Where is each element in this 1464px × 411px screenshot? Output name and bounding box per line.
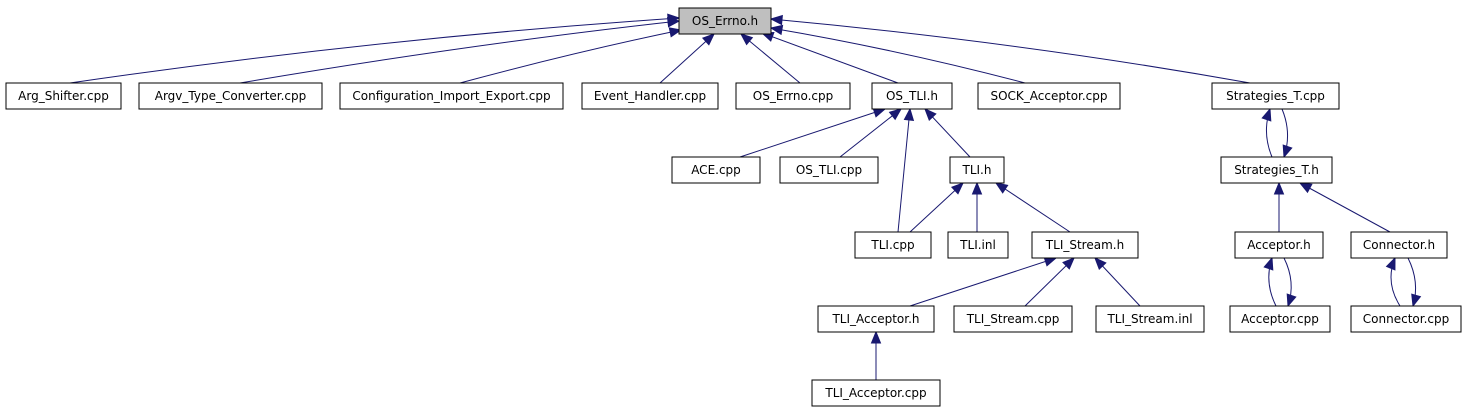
- node-label: Connector.cpp: [1363, 312, 1449, 326]
- edge-tli-stream-h-to-tli-h: [995, 182, 1071, 233]
- arrowhead: [1411, 293, 1422, 308]
- edge-tli-cpp-to-tli-h: [909, 182, 964, 233]
- edge-layer: [69, 13, 1422, 380]
- arrowhead: [870, 330, 882, 344]
- arrowhead: [1385, 256, 1396, 271]
- edge-configuration-import-export-cpp-to-os-errno-h: [459, 29, 682, 84]
- arrowhead: [666, 17, 681, 28]
- edge-os-tli-cpp-to-os-tli-h: [839, 108, 902, 158]
- arrowhead: [1062, 257, 1075, 270]
- node-label: Event_Handler.cpp: [594, 89, 706, 103]
- node-label: TLI_Acceptor.cpp: [824, 386, 926, 400]
- node-tli-inl[interactable]: TLI.inl: [947, 231, 1009, 259]
- node-configuration-import-export-cpp[interactable]: Configuration_Import_Export.cpp: [339, 82, 564, 110]
- node-label: ACE.cpp: [691, 163, 741, 177]
- node-label: Strategies_T.h: [1234, 163, 1319, 177]
- node-tli-cpp[interactable]: TLI.cpp: [854, 231, 932, 259]
- arrowhead: [994, 182, 1009, 194]
- arrowhead: [1286, 293, 1297, 308]
- node-tli-stream-inl[interactable]: TLI_Stream.inl: [1095, 305, 1205, 333]
- node-ace-cpp[interactable]: ACE.cpp: [671, 156, 761, 184]
- edge-strategies-t-cpp-to-os-errno-h: [770, 18, 1251, 84]
- node-label: Strategies_T.cpp: [1226, 89, 1325, 103]
- edge-tli-acceptor-h-to-tli-stream-h: [909, 257, 1057, 307]
- node-label: TLI_Stream.cpp: [966, 312, 1060, 326]
- edge-connector-h-to-strategies-t-h: [1299, 182, 1391, 233]
- node-label: Connector.h: [1363, 238, 1435, 252]
- arrowhead: [888, 108, 903, 121]
- node-acceptor-h[interactable]: Acceptor.h: [1234, 231, 1324, 259]
- node-label: TLI_Stream.h: [1045, 238, 1124, 252]
- arrowhead: [1298, 182, 1313, 194]
- edge-arg-shifter-cpp-to-os-errno-h: [69, 17, 680, 84]
- arrowhead: [950, 182, 964, 195]
- arrowhead: [1273, 181, 1285, 195]
- node-label: Configuration_Import_Export.cpp: [352, 89, 550, 103]
- node-label: Arg_Shifter.cpp: [18, 89, 109, 103]
- edge-argv-type-converter-cpp-to-os-errno-h: [239, 20, 680, 84]
- node-event-handler-cpp[interactable]: Event_Handler.cpp: [581, 82, 719, 110]
- node-os-errno-h[interactable]: OS_Errno.h: [678, 7, 772, 35]
- edge-os-errno-cpp-to-os-errno-h: [740, 33, 801, 84]
- node-label: Argv_Type_Converter.cpp: [155, 89, 307, 103]
- node-label: TLI_Acceptor.h: [831, 312, 919, 326]
- node-label: TLI.h: [962, 163, 992, 177]
- node-tli-stream-cpp[interactable]: TLI_Stream.cpp: [953, 305, 1073, 333]
- edge-os-tli-h-to-os-errno-h: [761, 32, 899, 84]
- node-label: OS_TLI.cpp: [796, 163, 862, 177]
- edge-sock-acceptor-cpp-to-os-errno-h: [770, 27, 1026, 84]
- edge-event-handler-cpp-to-os-errno-h: [659, 33, 715, 84]
- node-label: SOCK_Acceptor.cpp: [990, 89, 1107, 103]
- node-tli-acceptor-cpp[interactable]: TLI_Acceptor.cpp: [811, 379, 941, 407]
- node-os-tli-cpp[interactable]: OS_TLI.cpp: [779, 156, 879, 184]
- edge-ace-cpp-to-os-tli-h: [739, 108, 886, 158]
- node-layer: OS_Errno.h Arg_Shifter.cpp Argv_Type_Con…: [5, 7, 1462, 407]
- node-label: Acceptor.cpp: [1241, 312, 1319, 326]
- arrowhead: [924, 108, 937, 121]
- node-acceptor-cpp[interactable]: Acceptor.cpp: [1229, 305, 1331, 333]
- node-label: Acceptor.h: [1247, 238, 1311, 252]
- node-connector-h[interactable]: Connector.h: [1350, 231, 1448, 259]
- arrowhead: [668, 27, 683, 38]
- node-label: OS_TLI.h: [886, 89, 938, 103]
- arrowhead: [1094, 257, 1107, 270]
- node-label: TLI_Stream.inl: [1106, 312, 1192, 326]
- node-connector-cpp[interactable]: Connector.cpp: [1350, 305, 1462, 333]
- arrowhead: [769, 24, 784, 36]
- arrowhead: [903, 107, 915, 121]
- node-os-tli-h[interactable]: OS_TLI.h: [871, 82, 953, 110]
- node-argv-type-converter-cpp[interactable]: Argv_Type_Converter.cpp: [138, 82, 323, 110]
- arrowhead: [1263, 256, 1274, 271]
- node-tli-stream-h[interactable]: TLI_Stream.h: [1031, 231, 1139, 259]
- arrowhead: [971, 181, 983, 195]
- node-label: TLI.cpp: [870, 238, 914, 252]
- arrowhead: [739, 33, 754, 46]
- edge-tli-cpp-to-os-tli-h: [897, 108, 911, 233]
- node-sock-acceptor-cpp[interactable]: SOCK_Acceptor.cpp: [977, 82, 1121, 110]
- node-label: OS_Errno.cpp: [753, 89, 833, 103]
- node-label: OS_Errno.h: [692, 14, 758, 28]
- arrowhead: [701, 33, 715, 46]
- node-tli-acceptor-h[interactable]: TLI_Acceptor.h: [817, 305, 935, 333]
- node-label: TLI.inl: [959, 238, 996, 252]
- node-tli-h[interactable]: TLI.h: [949, 156, 1005, 184]
- node-arg-shifter-cpp[interactable]: Arg_Shifter.cpp: [5, 82, 122, 110]
- node-strategies-t-cpp[interactable]: Strategies_T.cpp: [1211, 82, 1340, 110]
- node-strategies-t-h[interactable]: Strategies_T.h: [1220, 156, 1333, 184]
- node-os-errno-cpp[interactable]: OS_Errno.cpp: [735, 82, 851, 110]
- arrowhead: [769, 14, 783, 26]
- arrowhead: [1282, 144, 1293, 159]
- arrowhead: [1261, 107, 1272, 122]
